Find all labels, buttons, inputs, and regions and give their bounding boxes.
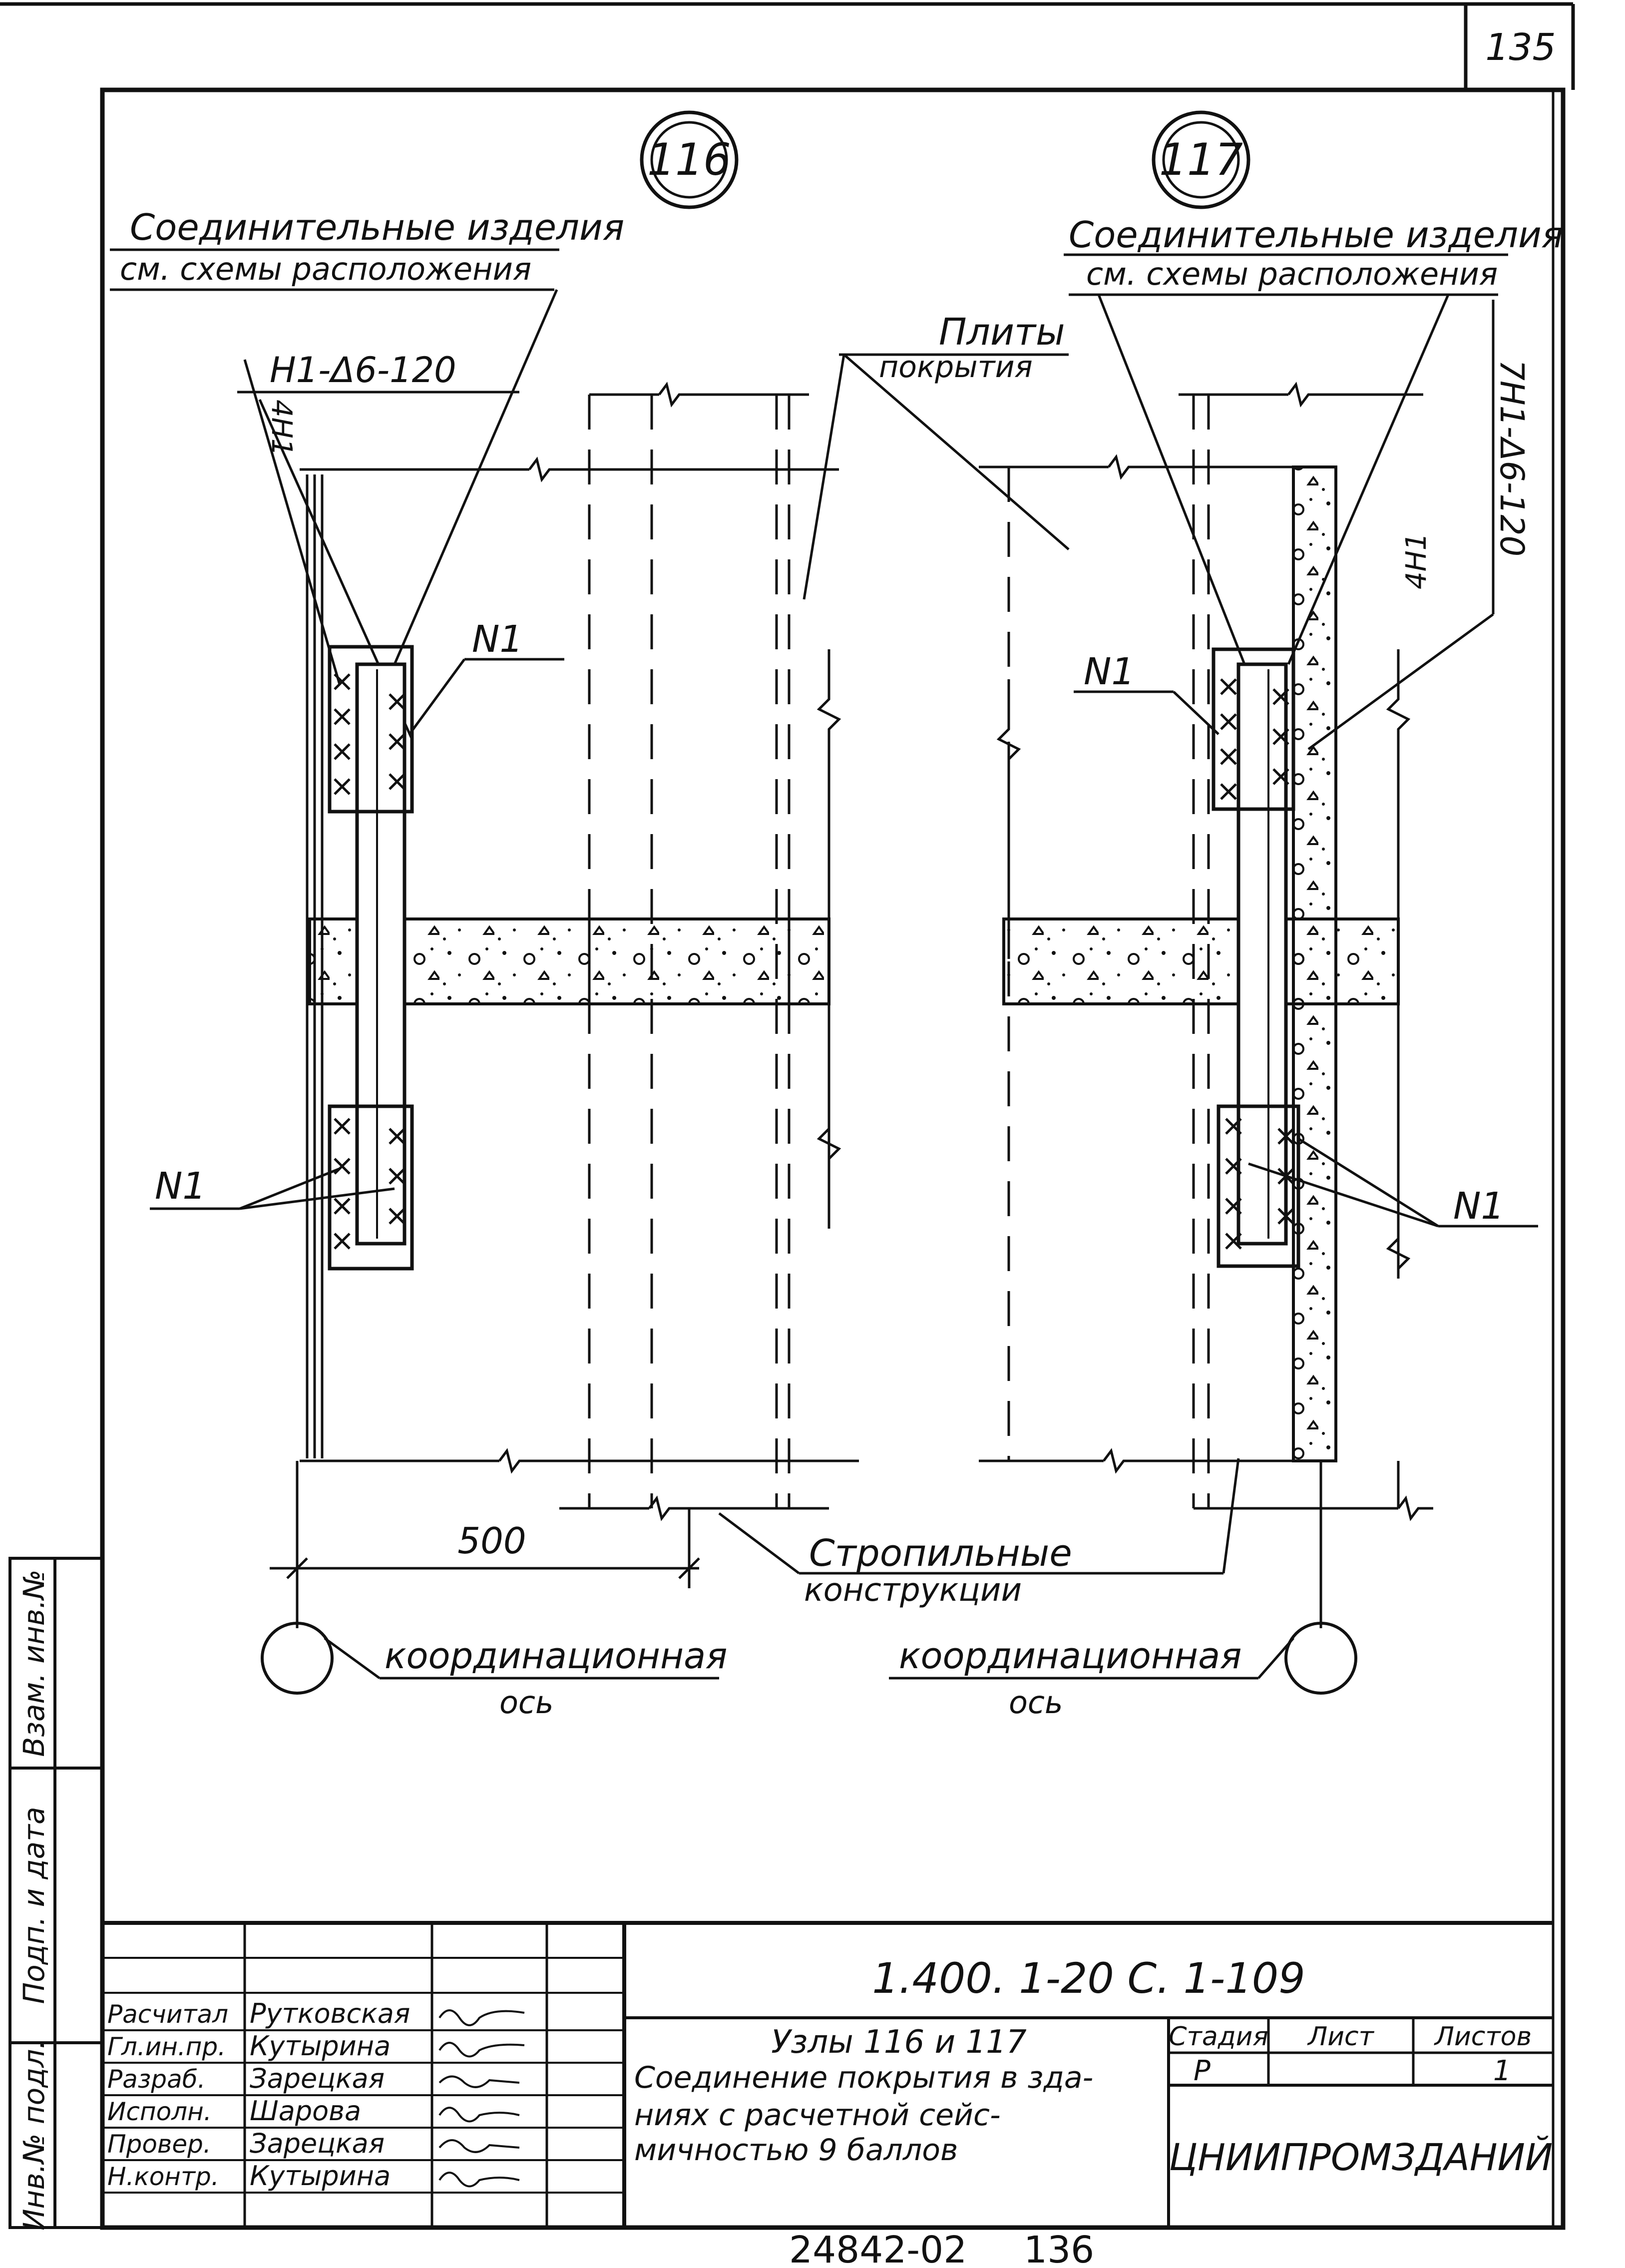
role-5: Н.контр. bbox=[107, 2162, 219, 2191]
node-117-concrete-joint bbox=[1002, 917, 1400, 1005]
slabs-callout: Плиты покрытия bbox=[803, 311, 1070, 600]
bottom-number: 136 bbox=[1024, 2229, 1094, 2268]
role-1: Гл.ин.пр. bbox=[107, 2032, 226, 2061]
node-116-marker-outer bbox=[640, 110, 739, 209]
node-116-welds bbox=[334, 673, 406, 1250]
name-2: Зарецкая bbox=[250, 2063, 385, 2094]
role-3: Исполн. bbox=[107, 2097, 212, 2126]
node-116-weld-spec: Н1-Δ6-120 bbox=[270, 350, 456, 391]
name-5: Кутырина bbox=[250, 2160, 391, 2192]
name-1: Кутырина bbox=[250, 2030, 391, 2062]
document-code: 1.400. 1-20 С. 1-109 bbox=[872, 1954, 1305, 2003]
node-117-marker-outer bbox=[1152, 110, 1250, 209]
node-117-plate bbox=[1236, 662, 1288, 1246]
title-line2: Соединение покрытия в зда- bbox=[634, 2060, 1093, 2095]
title-block bbox=[102, 1921, 1553, 2228]
node-116-part-label-bottom: N1 bbox=[155, 1165, 206, 1208]
node-116-connectors-line1: Соединительные изделия bbox=[130, 206, 624, 248]
sheet-header: Лист bbox=[1307, 2022, 1374, 2052]
rafters-callout: Стропильные конструкции bbox=[718, 1458, 1240, 1609]
node-117: 117 Соединительные изделия см. схемы рас… bbox=[889, 110, 1563, 1721]
node-117-axis-line1: координационная bbox=[899, 1635, 1242, 1677]
sheets-header: Листов bbox=[1434, 2022, 1532, 2052]
page-number: 135 bbox=[1485, 26, 1556, 69]
title-line1: Узлы 116 и 117 bbox=[771, 2024, 1027, 2061]
role-2: Разраб. bbox=[107, 2065, 205, 2094]
node-117-marker-inner bbox=[1162, 121, 1240, 199]
stage-header: Стадия bbox=[1169, 2022, 1268, 2052]
role-0: Расчитал bbox=[107, 2000, 228, 2029]
node-117-id: 117 bbox=[1159, 134, 1243, 185]
side-stamp bbox=[8, 1557, 104, 2229]
node-116-dimension-value: 500 bbox=[457, 1520, 526, 1562]
slabs-label-line1: Плиты bbox=[939, 311, 1065, 354]
organization: ЦНИИПРОМЗДАНИЙ bbox=[1169, 2135, 1553, 2179]
stage-value: Р bbox=[1194, 2055, 1211, 2087]
node-116-axis-line1: координационная bbox=[385, 1635, 728, 1677]
title-line4: мичностью 9 баллов bbox=[634, 2133, 958, 2168]
node-116-dimension bbox=[270, 1461, 700, 1628]
node-116-connectors-line2: см. схемы расположения bbox=[120, 251, 531, 287]
node-117-axis-marker bbox=[1284, 1622, 1357, 1695]
node-116-marker-inner bbox=[650, 121, 728, 199]
node-116-axis-line2: ось bbox=[499, 1684, 554, 1721]
name-3: Шарова bbox=[250, 2095, 361, 2127]
sheets-value: 1 bbox=[1493, 2055, 1511, 2087]
rafters-label-line1: Стропильные bbox=[809, 1532, 1072, 1575]
node-117-part-label-top: N1 bbox=[1084, 650, 1135, 693]
node-117-weld-count: 4Н1 bbox=[1400, 533, 1433, 589]
node-116-embed-bottom bbox=[328, 1104, 414, 1271]
node-116-axis-marker bbox=[261, 1622, 334, 1695]
node-117-connectors-line1: Соединительные изделия bbox=[1069, 214, 1563, 256]
node-117-part-label-bottom: N1 bbox=[1453, 1185, 1504, 1228]
node-116-part-label-top: N1 bbox=[472, 618, 523, 661]
signature-marks bbox=[438, 2009, 525, 2188]
side-stamp-inventory: Инв.№ подл. bbox=[17, 2040, 51, 2231]
title-line3: ниях с расчетной сейс- bbox=[634, 2098, 1001, 2133]
node-117-weld-spec: 7Н1-Δ6-120 bbox=[1493, 360, 1531, 556]
rafters-label-line2: конструкции bbox=[804, 1572, 1022, 1609]
bottom-code: 24842-02 bbox=[789, 2229, 967, 2268]
sheet-frame bbox=[0, 2, 1575, 2230]
node-116-plate bbox=[355, 662, 406, 1246]
node-116-id: 116 bbox=[647, 134, 731, 185]
side-stamp-signature: Подп. и дата bbox=[17, 1807, 51, 2004]
name-4: Зарецкая bbox=[250, 2128, 385, 2159]
node-116: 116 Соединительные изделия см. схемы рас… bbox=[110, 110, 859, 1721]
node-117-axis-line2: ось bbox=[1009, 1684, 1063, 1721]
side-stamp-replacement: Взам. инв.№ bbox=[17, 1569, 51, 1757]
signatures-table: Расчитал Рутковская Гл.ин.пр. Кутырина Р… bbox=[107, 1998, 525, 2192]
node-117-embed-bottom bbox=[1217, 1104, 1300, 1268]
name-0: Рутковская bbox=[250, 1998, 410, 2029]
node-117-connectors-line2: см. схемы расположения bbox=[1086, 256, 1498, 292]
role-4: Провер. bbox=[107, 2130, 211, 2159]
